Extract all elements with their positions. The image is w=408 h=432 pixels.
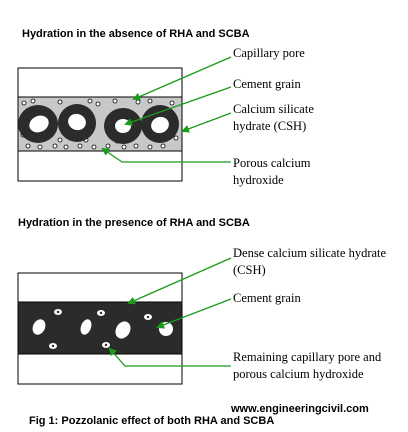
arrow-capillary-pore [132,56,232,101]
bottom-panel-heading: Hydration in the presence of RHA and SCB… [18,217,250,229]
website-url: www.engineeringcivil.com [231,403,369,415]
remaining-pores [49,309,152,349]
pore-marker [144,314,152,320]
arrow-dense-csh [127,257,232,305]
arrow-cement-grain-bottom [156,298,232,329]
bottom-panel [17,257,232,385]
pore-marker [97,310,105,316]
label-csh-line1: Calcium silicate [233,102,314,116]
top-arrows [101,56,232,163]
bottom-arrows [108,257,232,367]
top-panel [17,56,232,182]
label-cement-grain-top: Cement grain [233,77,301,91]
figure-caption: Fig 1: Pozzolanic effect of both RHA and… [29,415,275,427]
arrow-cement-grain-top [124,86,232,126]
small-pores [20,98,179,150]
label-porous-line1: Porous calcium [233,156,311,170]
arrow-porous-calcium [101,147,231,163]
label-cement-grain-bottom: Cement grain [233,291,301,305]
label-remaining-line2: porous calcium hydroxide [233,367,364,381]
arrow-csh [181,112,232,133]
pore-marker [102,342,110,348]
pore-marker [54,309,62,315]
label-dense-csh-line1: Dense calcium silicate hydrate [233,246,387,260]
label-csh-line2: hydrate (CSH) [233,119,307,133]
cement-grains-top [18,104,179,144]
label-remaining-line1: Remaining capillary pore and [233,350,382,364]
top-panel-heading: Hydration in the absence of RHA and SCBA [22,28,250,40]
label-capillary-pore: Capillary pore [233,46,305,60]
pore-marker [49,343,57,349]
label-dense-csh-line2: (CSH) [233,263,266,277]
arrow-remaining-pore [108,347,231,367]
label-porous-line2: hydroxide [233,173,284,187]
